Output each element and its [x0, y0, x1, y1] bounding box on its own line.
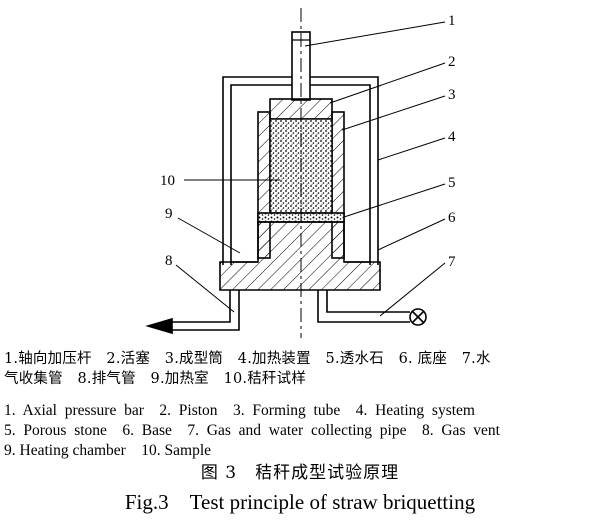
gas-water-collecting-pipe: [317, 290, 427, 326]
callout-2: 2: [448, 54, 456, 70]
legend-cn-line-1: 1.轴向加压杆 2.活塞 3.成型筒 4.加热装置 5.透水石 6. 底座 7.…: [4, 351, 491, 367]
legend-english: 1. Axial pressure bar 2. Piston 3. Formi…: [4, 401, 600, 461]
callout-labels: 1 2 3 4 5 6 7 10 9 8: [160, 13, 456, 270]
figure-caption-english: Fig.3 Test principle of straw briquettin…: [124, 490, 476, 514]
callout-9: 9: [165, 206, 173, 222]
leader-lines: [175, 21, 446, 317]
callout-5: 5: [448, 175, 456, 191]
legend-chinese: 1.轴向加压杆 2.活塞 3.成型筒 4.加热装置 5.透水石 6. 底座 7.…: [4, 349, 600, 389]
base: [219, 221, 381, 291]
gas-vent-pipe: [145, 290, 240, 335]
callout-1: 1: [448, 13, 456, 29]
briquetting-apparatus-diagram: 1 2 3 4 5 6 7 10 9 8: [145, 8, 456, 338]
callout-4: 4: [448, 129, 456, 145]
legend-en-line-2: 5. Porous stone 6. Base 7. Gas and water…: [4, 422, 500, 439]
figure-caption-chinese: 图 3 秸秆成型试验原理: [200, 463, 400, 483]
legend-en-line-3: 9. Heating chamber 10. Sample: [4, 442, 212, 459]
callout-8: 8: [165, 253, 173, 269]
legend-cn-line-2: 气收集管 8.排气管 9.加热室 10.秸秆试样: [4, 371, 307, 387]
legend-en-line-1: 1. Axial pressure bar 2. Piston 3. Formi…: [4, 402, 475, 419]
callout-10: 10: [160, 173, 175, 189]
callout-6: 6: [448, 210, 456, 226]
callout-3: 3: [448, 87, 456, 103]
callout-7: 7: [448, 254, 456, 270]
